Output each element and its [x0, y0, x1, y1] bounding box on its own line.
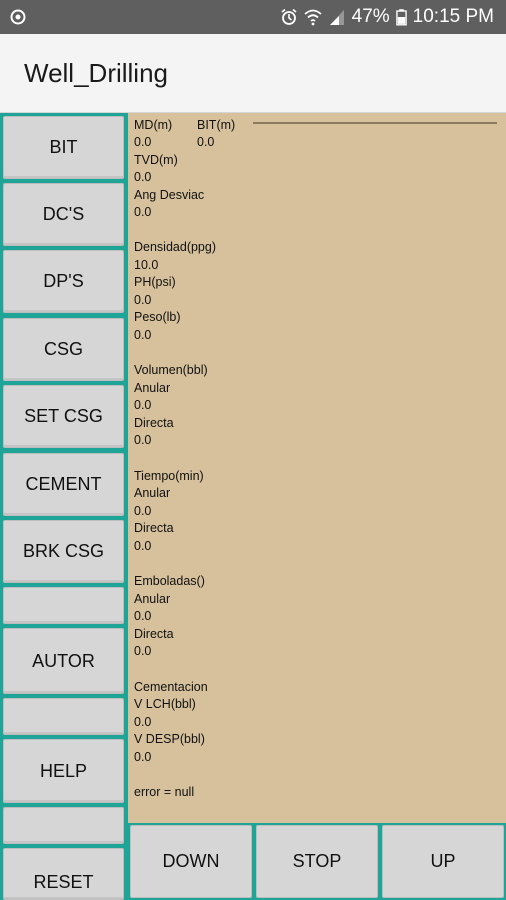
bit-button[interactable]: BIT	[3, 116, 124, 179]
emb-directa-value: 0.0	[134, 644, 152, 658]
emboladas-label: Emboladas()	[134, 574, 205, 588]
ph-label: PH(psi)	[134, 275, 176, 289]
bit-label: BIT(m)	[197, 118, 236, 132]
status-right: 47% 10:15 PM	[280, 0, 494, 34]
bit-value: 0.0	[197, 135, 215, 149]
sidebar: BIT DC'S DP'S CSG SET CSG CEMENT BRK CSG…	[0, 113, 128, 900]
status-bar: 47% 10:15 PM	[0, 0, 506, 34]
densidad-label: Densidad(ppg)	[134, 240, 216, 254]
tiempo-anular-value: 0.0	[134, 504, 152, 518]
peso-label: Peso(lb)	[134, 310, 181, 324]
set-csg-button[interactable]: SET CSG	[3, 385, 124, 448]
cementacion-label: Cementacion	[134, 680, 208, 694]
md-label: MD(m)	[134, 118, 173, 132]
dps-button[interactable]: DP'S	[3, 250, 124, 313]
reset-button[interactable]: RESET	[3, 848, 124, 900]
volumen-label: Volumen(bbl)	[134, 363, 208, 377]
depth-indicator-line	[253, 122, 497, 124]
emb-directa-label: Directa	[134, 627, 174, 641]
blank-button-1[interactable]	[3, 587, 124, 624]
tvd-label: TVD(m)	[134, 153, 178, 167]
stop-button[interactable]: STOP	[256, 825, 378, 898]
status-time: 10:15 PM	[412, 6, 494, 27]
tiempo-directa-value: 0.0	[134, 539, 152, 553]
autor-button[interactable]: AUTOR	[3, 628, 124, 694]
vdesp-label: V DESP(bbl)	[134, 732, 205, 746]
emb-anular-label: Anular	[134, 592, 171, 606]
data-panel: MD(m) BIT(m) 0.0 0.0 TVD(m) 0.0 Ang Desv…	[128, 113, 506, 823]
app-bar: Well_Drilling	[0, 34, 506, 113]
vol-anular-value: 0.0	[134, 398, 152, 412]
cement-button[interactable]: CEMENT	[3, 453, 124, 516]
densidad-value: 10.0	[134, 258, 159, 272]
tiempo-directa-label: Directa	[134, 521, 174, 535]
blank-button-3[interactable]	[3, 807, 124, 844]
vol-directa-value: 0.0	[134, 433, 152, 447]
peso-value: 0.0	[134, 328, 152, 342]
tiempo-label: Tiempo(min)	[134, 469, 204, 483]
bottom-controls: DOWN STOP UP	[128, 823, 506, 900]
vol-anular-label: Anular	[134, 381, 171, 395]
signal-icon	[329, 10, 344, 25]
vlch-label: V LCH(bbl)	[134, 697, 196, 711]
vol-directa-label: Directa	[134, 416, 174, 430]
ang-label: Ang Desviac	[134, 188, 205, 202]
md-value: 0.0	[134, 135, 152, 149]
error-text: error = null	[134, 785, 195, 799]
up-button[interactable]: UP	[382, 825, 504, 898]
target-icon	[10, 9, 26, 25]
wifi-icon	[304, 9, 322, 26]
brk-csg-button[interactable]: BRK CSG	[3, 520, 124, 583]
battery-percent: 47%	[351, 6, 390, 27]
ang-value: 0.0	[134, 205, 152, 219]
help-button[interactable]: HELP	[3, 739, 124, 803]
vdesp-value: 0.0	[134, 750, 152, 764]
ph-value: 0.0	[134, 293, 152, 307]
tiempo-anular-label: Anular	[134, 486, 171, 500]
dcs-button[interactable]: DC'S	[3, 183, 124, 246]
down-button[interactable]: DOWN	[130, 825, 252, 898]
battery-icon	[395, 9, 407, 26]
vlch-value: 0.0	[134, 715, 152, 729]
csg-button[interactable]: CSG	[3, 318, 124, 381]
blank-button-2[interactable]	[3, 698, 124, 735]
alarm-icon	[281, 8, 297, 25]
app-title: Well_Drilling	[24, 58, 169, 88]
tvd-value: 0.0	[134, 170, 152, 184]
emb-anular-value: 0.0	[134, 609, 152, 623]
